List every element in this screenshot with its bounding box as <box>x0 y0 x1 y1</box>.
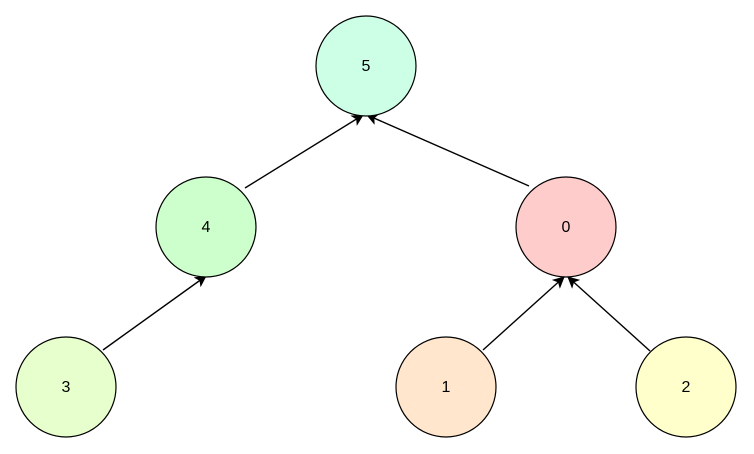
edge-0-to-5 <box>366 113 530 187</box>
node-0-label: 0 <box>562 219 571 236</box>
node-4-circle <box>155 176 257 278</box>
node-5-label: 5 <box>362 58 371 75</box>
node-4: 4 <box>155 176 257 278</box>
node-0-circle <box>515 176 617 278</box>
node-3-circle <box>15 336 117 438</box>
node-1-circle <box>395 336 497 438</box>
edge-2-to-0 <box>567 276 651 352</box>
node-2: 2 <box>635 336 737 438</box>
nodes: 5 4 0 3 1 2 <box>15 15 737 438</box>
node-4-label: 4 <box>202 219 211 236</box>
edge-3-to-4 <box>102 275 207 351</box>
edges <box>102 113 651 352</box>
node-5: 5 <box>315 15 417 117</box>
edge-1-to-0 <box>482 276 565 351</box>
node-3-label: 3 <box>62 379 71 396</box>
node-1-label: 1 <box>442 379 451 396</box>
node-5-circle <box>315 15 417 117</box>
node-2-label: 2 <box>682 379 691 396</box>
edge-4-to-5 <box>244 114 364 189</box>
node-1: 1 <box>395 336 497 438</box>
node-3: 3 <box>15 336 117 438</box>
node-2-circle <box>635 336 737 438</box>
node-0: 0 <box>515 176 617 278</box>
